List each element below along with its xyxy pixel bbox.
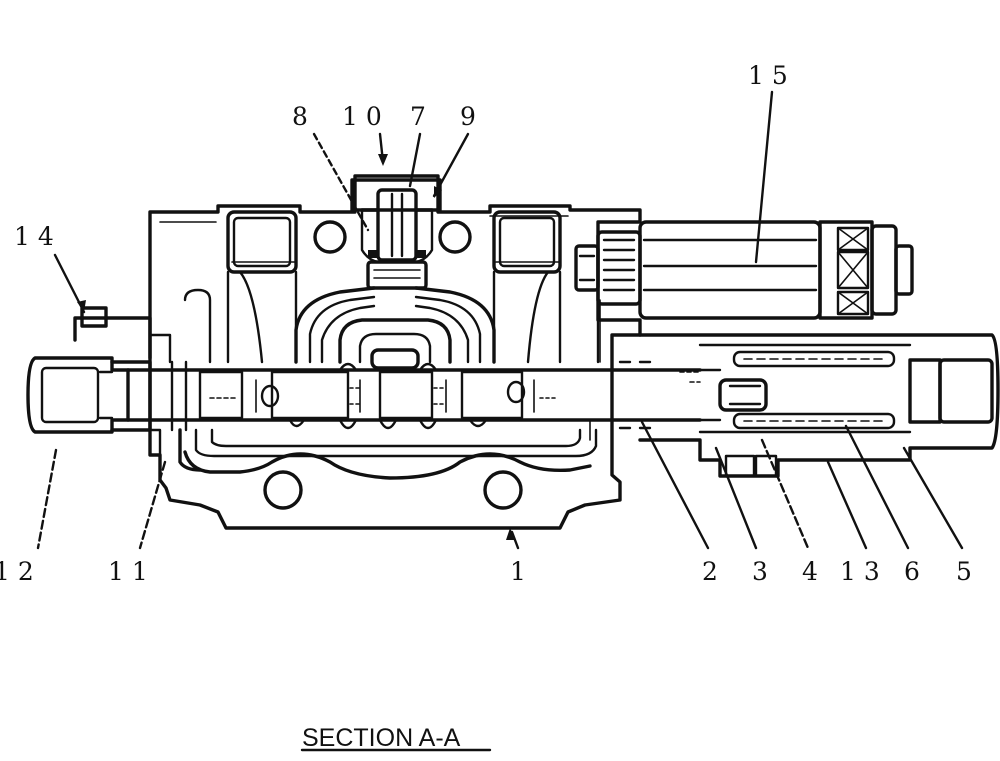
- spool: [126, 360, 702, 432]
- callout-7: 7: [410, 102, 426, 131]
- callout-14: 1 4: [14, 222, 54, 251]
- callout-9: 9: [460, 102, 476, 131]
- section-title-text: SECTION A-A: [302, 724, 461, 752]
- callout-8: 8: [292, 102, 308, 131]
- callout-labels: 1 5 8 1 0 7 9 1 4 1 2 1 1 1 2 3 4 1 3 6 …: [0, 61, 972, 586]
- callout-12: 1 2: [0, 557, 34, 586]
- check-valve-assembly: [350, 178, 442, 290]
- leader-lines: [36, 90, 964, 550]
- callout-1: 1: [510, 557, 526, 586]
- callout-15: 1 5: [748, 61, 788, 90]
- callout-4: 4: [802, 557, 818, 586]
- callout-11: 1 1: [108, 557, 148, 586]
- left-end-plug: [26, 306, 172, 457]
- solenoid: [574, 220, 914, 320]
- section-title: SECTION A-A: [300, 724, 492, 752]
- callout-3: 3: [752, 557, 768, 586]
- callout-13: 1 3: [840, 557, 880, 586]
- callout-5: 5: [956, 557, 972, 586]
- valve-body: [148, 174, 642, 530]
- callout-6: 6: [904, 557, 920, 586]
- callout-2: 2: [702, 557, 718, 586]
- callout-10: 1 0: [342, 102, 382, 131]
- spring-cap: [638, 333, 1000, 478]
